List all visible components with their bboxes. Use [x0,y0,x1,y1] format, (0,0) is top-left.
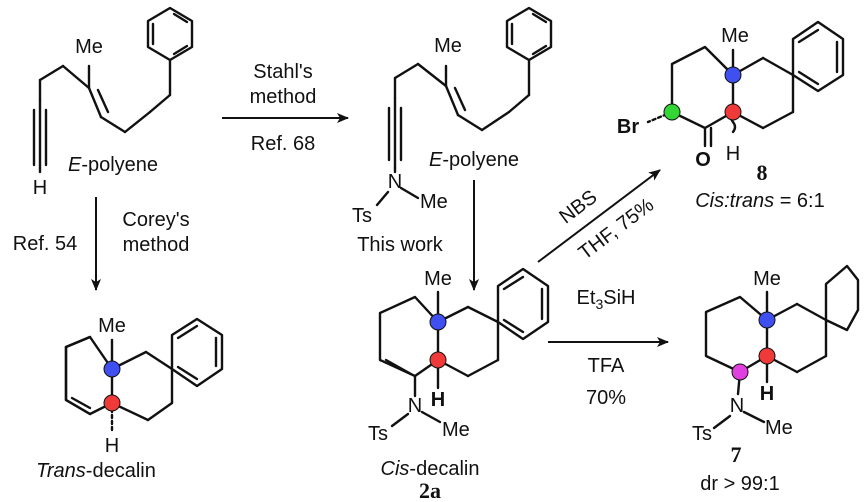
cis-ts-label: Ts [368,423,388,445]
product-7-structure [704,264,860,430]
corey-ref: Ref. 54 [13,233,77,255]
p8-me-label: Me [721,25,749,47]
start-h-label: H [33,177,47,199]
benzene-ring [505,6,553,62]
p7-n-label: N [730,395,744,417]
cis-me-label: Me [424,268,452,290]
corey-label-line2: method [123,234,190,256]
red-bond [123,110,152,134]
product-8-structure [646,20,845,148]
benzene-ring [146,6,194,62]
start-name: E-polyene [68,154,158,176]
blue-bond [61,64,91,90]
ynamide-n-label: N [388,171,402,193]
blue-atom [758,311,776,329]
this-work-label: This work [357,234,444,256]
p8-br-label: Br [617,116,639,138]
compound-8-label: 8 [757,160,768,185]
red-atom [429,351,447,369]
p7-ts-label: Ts [692,423,712,445]
reduction-acid: TFA [588,355,625,377]
p7-me-label: Me [753,268,781,290]
blue-atom [429,313,447,331]
compound-7-label: 7 [731,442,742,467]
p8-h-label: H [726,143,740,165]
ynamide-name: E-polyene [429,149,519,171]
trans-me-label: Me [98,315,126,337]
trans-decalin-structure [64,317,224,434]
p8-o-label: O [695,149,711,171]
p7-dr: dr > 99:1 [700,473,780,495]
compound-2a-label: 2a [419,478,441,502]
green-atom [663,103,681,121]
ynamide-me-label: Me [434,35,462,57]
p8-ratio: Cis:trans = 6:1 [695,190,825,212]
cis-h-label: H [431,389,445,411]
start-me-label: Me [75,36,103,58]
red-atom [758,347,776,365]
start-polyene-structure [32,6,194,174]
blue-atom [103,360,121,378]
trans-h-label: H [105,435,119,457]
ynamide-ts-label: Ts [352,205,372,227]
cis-decalin-structure [378,267,550,428]
red-atom [103,394,121,412]
cis-nme-label: Me [442,419,470,441]
corey-label-line1: Corey's [122,209,189,231]
cis-name: Cis-decalin [381,458,480,480]
reduction-yield: 70% [586,387,626,409]
stahl-label-line1: Stahl's [253,61,312,83]
red-bond [480,110,511,132]
reduction-reagent: Et3SiH [577,287,636,312]
ynamide-nme-label: Me [420,191,448,213]
nbs-arrow [537,169,661,263]
stahl-label-line2: method [250,86,317,108]
blue-atom [724,66,742,84]
p7-h-label: H [760,383,774,405]
ynamide-polyene-structure [375,6,553,207]
magenta-atom [731,363,749,381]
stahl-ref: Ref. 68 [251,133,315,155]
blue-bond [416,62,448,88]
trans-name: Trans-decalin [36,460,156,482]
nbs-reagent: NBS [555,186,601,228]
red-atom [724,103,742,121]
cis-n-label: N [408,395,422,417]
p7-nme-label: Me [765,417,793,439]
